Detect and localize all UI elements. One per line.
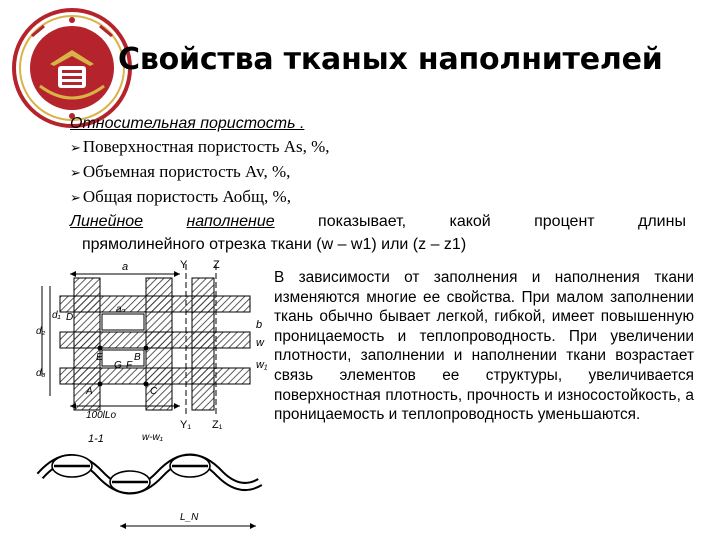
label-a: a: [122, 261, 128, 273]
arrow-bullet-icon: ➢: [70, 166, 81, 181]
label-w: w: [256, 337, 265, 349]
label-z1: Z₁: [212, 419, 223, 431]
label-ln: L_N: [180, 512, 199, 523]
label-y: Y: [180, 259, 188, 271]
linear-fill-word: наполнение: [186, 213, 275, 230]
linear-fill-line: Линейное наполнение показывает, какой пр…: [70, 210, 686, 233]
arrow-bullet-icon: ➢: [70, 141, 81, 156]
linear-fill-word: процент: [534, 213, 595, 230]
label-b: B: [134, 352, 141, 363]
label-a-point: A: [85, 386, 93, 397]
bullet-item: ➢Объемная пористость Av, %,: [70, 162, 291, 181]
label-b-right: b: [256, 319, 262, 331]
label-g: G: [114, 360, 122, 371]
arrow-bullet-icon: ➢: [70, 191, 81, 206]
label-d3: d₃: [36, 368, 46, 379]
label-w1: w₁: [256, 359, 268, 371]
label-d2: d₂: [36, 326, 46, 337]
bullet-item: ➢Общая пористость Аобщ, %,: [70, 187, 291, 206]
label-d: D: [66, 312, 73, 323]
linear-fill-word: длины: [638, 213, 686, 230]
weave-structure-diagram: a Y Z d₂ d₃ d₁ D aₒ B E G F A C b w w₁ Y…: [36, 259, 268, 529]
linear-fill-word: какой: [449, 213, 491, 230]
label-c: C: [150, 386, 158, 397]
label-ww1: w-w₁: [142, 432, 163, 443]
label-e: E: [96, 352, 103, 363]
label-f: F: [126, 360, 133, 371]
properties-paragraph: В зависимости от заполнения и наполнения…: [274, 269, 694, 424]
label-ao: aₒ: [116, 304, 126, 315]
page-title: Свойства тканых наполнителей: [118, 42, 663, 77]
relative-porosity-heading: Относительная пористость .: [70, 115, 305, 132]
label-y1: Y₁: [180, 419, 191, 431]
linear-fill-word: показывает,: [318, 213, 407, 230]
label-section: 1-1: [88, 433, 104, 445]
label-d1: d₁: [52, 310, 61, 321]
university-emblem-icon: [12, 8, 132, 128]
definitions-block: Относительная пористость . ➢Поверхностна…: [70, 112, 690, 256]
label-scale: 100lLo: [86, 410, 116, 421]
bullet-item: ➢Поверхностная пористость As, %,: [70, 137, 330, 156]
linear-fill-continuation: прямолинейного отрезка ткани (w – w1) ил…: [82, 236, 467, 253]
linear-fill-word: Линейное: [70, 213, 144, 230]
